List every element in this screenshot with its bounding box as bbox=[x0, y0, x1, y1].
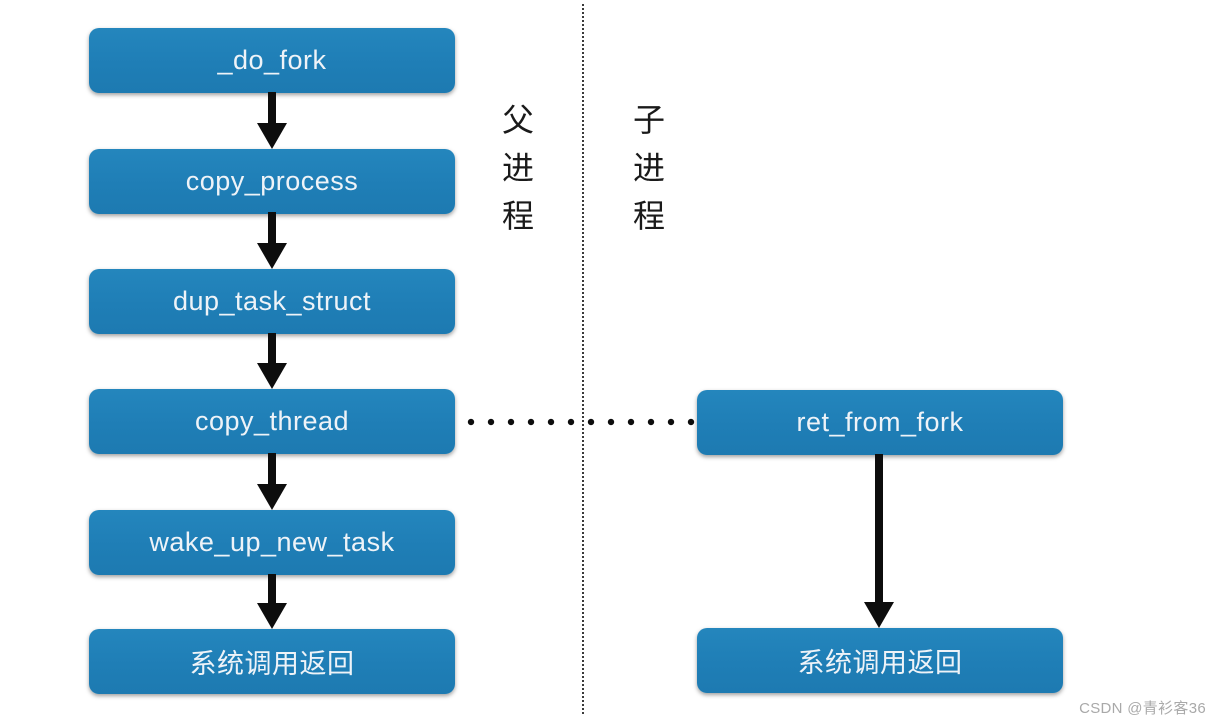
arrow-head-icon bbox=[257, 603, 287, 629]
down-arrow-dup-task-struct-to-copy-thread bbox=[257, 333, 287, 389]
parent-process-label: 父进程 bbox=[501, 102, 534, 234]
arrow-head-icon bbox=[257, 484, 287, 510]
arrow-head-icon bbox=[257, 363, 287, 389]
arrow-head-icon bbox=[864, 602, 894, 628]
down-arrow-do-fork-to-copy-process bbox=[257, 92, 287, 149]
node-copy-process: copy_process bbox=[89, 149, 455, 214]
child-process-label: 子进程 bbox=[632, 102, 665, 234]
down-arrow-copy-thread-to-wake-up-new-task bbox=[257, 453, 287, 510]
node-copy-thread: copy_thread bbox=[89, 389, 455, 454]
arrow-shaft bbox=[268, 333, 276, 363]
down-arrow-ret-from-fork-to-syscall-return bbox=[864, 454, 894, 628]
node-syscall-return-child: 系统调用返回 bbox=[697, 628, 1063, 693]
arrow-shaft bbox=[268, 453, 276, 484]
watermark: CSDN @青衫客36 bbox=[1079, 700, 1206, 717]
down-arrow-wake-up-new-task-to-syscall-return bbox=[257, 574, 287, 629]
node-dup-task-struct: dup_task_struct bbox=[89, 269, 455, 334]
node-wake-up-new-task: wake_up_new_task bbox=[89, 510, 455, 575]
arrow-shaft bbox=[875, 454, 883, 602]
node-syscall-return-parent: 系统调用返回 bbox=[89, 629, 455, 694]
node-do-fork: _do_fork bbox=[89, 28, 455, 93]
arrow-shaft bbox=[268, 212, 276, 243]
arrow-head-icon bbox=[257, 123, 287, 149]
down-arrow-copy-process-to-dup-task-struct bbox=[257, 212, 287, 269]
lane-divider-dotted-line bbox=[582, 4, 584, 714]
dotted-connector-copy-thread-to-ret-from-fork bbox=[461, 418, 698, 426]
arrow-head-icon bbox=[257, 243, 287, 269]
arrow-shaft bbox=[268, 92, 276, 123]
node-ret-from-fork: ret_from_fork bbox=[697, 390, 1063, 455]
arrow-shaft bbox=[268, 574, 276, 603]
